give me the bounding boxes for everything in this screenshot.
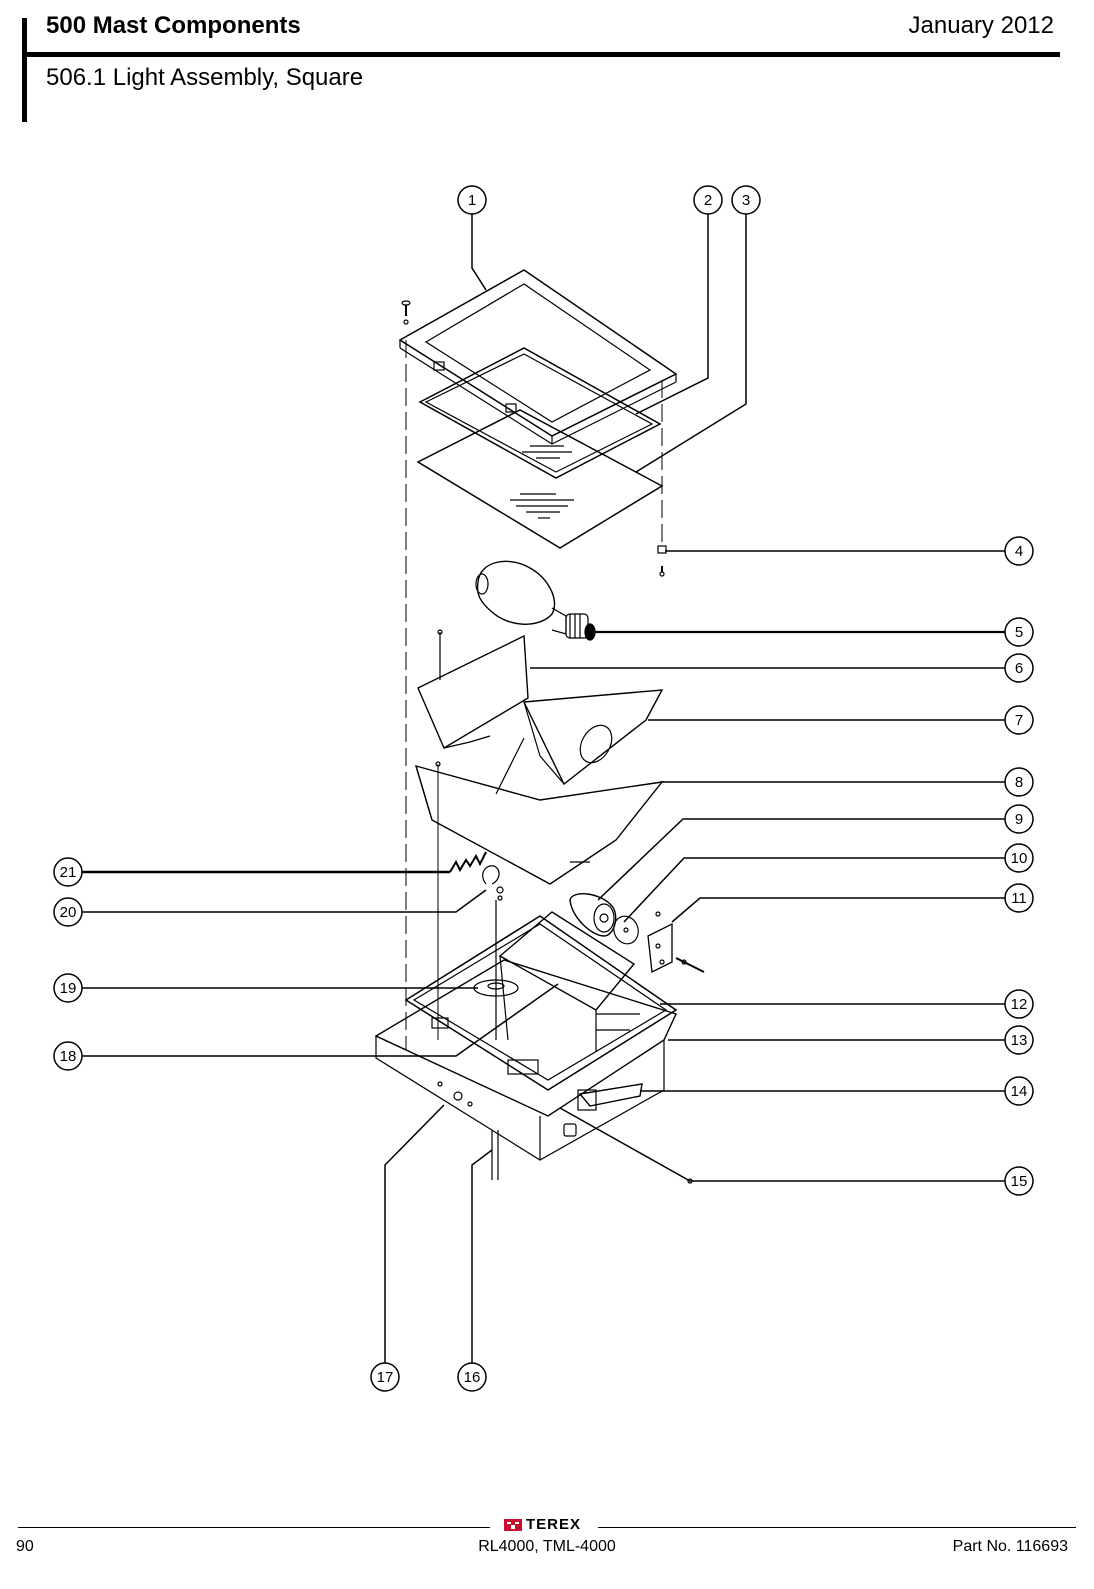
wire-bracket-part [482,865,504,1040]
housing-part [374,915,678,1161]
lens-part [416,409,664,549]
callout-12: 12 [1004,989,1034,1019]
callout-4: 4 [1004,536,1034,566]
callout-10: 10 [1004,843,1034,873]
callout-19: 19 [53,973,83,1003]
lanyard-part [687,1178,693,1184]
gasket-part [418,347,662,479]
model-numbers: RL4000, TML-4000 [478,1538,616,1555]
leader-15 [559,1107,1005,1182]
page-subtitle: 506.1 Light Assembly, Square [46,64,364,91]
leader-1 [471,214,487,291]
latch-part [577,1083,643,1111]
callout-16: 16 [457,1362,487,1392]
part-number: Part No. 116693 [952,1538,1068,1555]
callout-2: 2 [693,185,723,215]
callout-5-label: 5 [1015,624,1023,641]
leader-3 [635,214,747,473]
leader-2 [635,214,709,415]
callout-21-label: 21 [60,864,77,881]
leader-16 [471,1149,493,1363]
callout-8-label: 8 [1015,774,1023,791]
lamp-bulb-part [475,560,596,641]
callout-1-label: 1 [468,192,476,209]
leader-10 [623,857,1005,923]
callout-6: 6 [1004,653,1034,683]
spring-part [449,851,487,873]
callout-1: 1 [457,185,487,215]
door-frame-part [398,269,678,445]
terex-logo-icon [504,1518,522,1531]
assembly-centerlines [405,340,663,1050]
callout-3-label: 3 [742,192,750,209]
callout-13-label: 13 [1011,1032,1028,1049]
page-number: 90 [16,1538,34,1555]
callout-9-label: 9 [1015,811,1023,828]
callout-2-label: 2 [704,192,712,209]
publication-date: January 2012 [908,12,1054,39]
callout-14: 14 [1004,1076,1034,1106]
section-title: 500 Mast Components [46,12,301,39]
callout-7: 7 [1004,705,1034,735]
callout-16-label: 16 [464,1369,481,1386]
callout-18: 18 [53,1041,83,1071]
callout-11-label: 11 [1011,890,1027,907]
leader-20 [82,889,487,913]
footer-rule-left [18,1527,490,1528]
callout-9: 9 [1004,804,1034,834]
footer-rule-right [598,1527,1076,1528]
logo-wordmark: TEREX [526,1516,582,1533]
callout-8: 8 [1004,767,1034,797]
terex-logo: TEREX [504,1516,581,1533]
leader-9 [597,818,1005,901]
reflector-panel-part [417,629,529,750]
callout-20-label: 20 [60,904,77,921]
latch-clip-part [657,545,667,577]
leader-18 [82,983,559,1057]
callout-3: 3 [731,185,761,215]
mounting-bracket-part [647,911,705,973]
socket-reflector-part [522,689,664,786]
callout-13: 13 [1004,1025,1034,1055]
callout-5: 5 [1004,617,1034,647]
header-accent-bar [22,18,27,122]
callout-15-label: 15 [1011,1173,1028,1190]
reflector-tray-part [414,737,664,1040]
callout-20: 20 [53,897,83,927]
leader-lines [82,214,1005,1363]
callout-circles: 1 2 3 4 5 6 7 8 9 10 11 12 13 14 15 16 1… [53,185,1034,1392]
callout-10-label: 10 [1011,850,1028,867]
door-screw [401,300,411,325]
washer-part [613,915,639,945]
callout-17-label: 17 [377,1369,394,1386]
ballast-socket-part [569,893,617,937]
callout-19-label: 19 [60,980,77,997]
callout-6-label: 6 [1015,660,1023,677]
header-rule [22,52,1060,57]
callout-17: 17 [370,1362,400,1392]
leader-17 [384,1104,445,1363]
leader-11 [671,897,1005,923]
cord-part [491,1130,499,1180]
callout-14-label: 14 [1011,1083,1028,1100]
callout-7-label: 7 [1015,712,1023,729]
callout-21: 21 [53,857,83,887]
callout-11: 11 [1004,883,1034,913]
callout-12-label: 12 [1011,996,1028,1013]
callout-15: 15 [1004,1166,1034,1196]
callout-4-label: 4 [1015,543,1023,560]
callout-18-label: 18 [60,1048,77,1065]
